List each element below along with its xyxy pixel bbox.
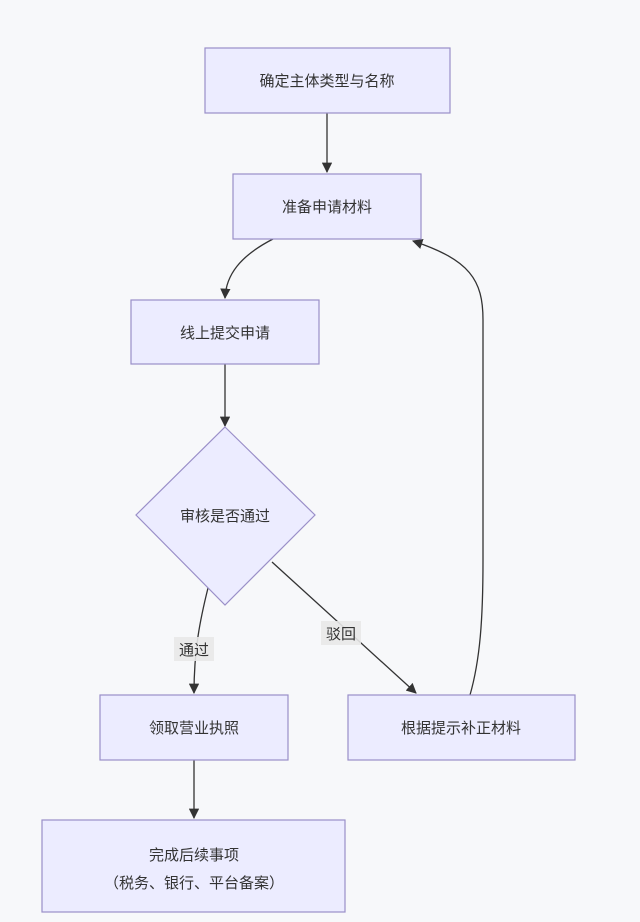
node-follow-up[interactable]: 完成后续事项 （税务、银行、平台备案） bbox=[41, 819, 346, 913]
node-follow-up-label-line2: （税务、银行、平台备案） bbox=[104, 874, 284, 892]
node-supplement-materials[interactable]: 根据提示补正材料 bbox=[347, 694, 576, 761]
node-submit-online[interactable]: 线上提交申请 bbox=[130, 299, 320, 365]
node-supplement-materials-label: 根据提示补正材料 bbox=[401, 719, 521, 737]
node-get-license[interactable]: 领取营业执照 bbox=[99, 694, 289, 761]
edge-label-reject: 驳回 bbox=[321, 621, 361, 645]
node-get-license-label: 领取营业执照 bbox=[149, 719, 239, 737]
edge-n4-n5 bbox=[188, 587, 209, 695]
node-review-decision-label: 审核是否通过 bbox=[180, 507, 270, 525]
edge-n6-n2 bbox=[412, 239, 484, 696]
node-prepare-materials[interactable]: 准备申请材料 bbox=[232, 173, 422, 240]
node-determine-entity-label: 确定主体类型与名称 bbox=[259, 72, 394, 90]
edge-n2-n3 bbox=[220, 238, 274, 300]
edge-label-pass-text: 通过 bbox=[179, 641, 209, 659]
edge-label-pass: 通过 bbox=[174, 637, 214, 661]
node-determine-entity[interactable]: 确定主体类型与名称 bbox=[204, 47, 451, 114]
edge-label-reject-text: 驳回 bbox=[326, 625, 356, 643]
node-review-decision[interactable]: 审核是否通过 bbox=[135, 426, 316, 606]
node-submit-online-label: 线上提交申请 bbox=[180, 324, 270, 342]
node-prepare-materials-label: 准备申请材料 bbox=[282, 198, 372, 216]
node-follow-up-label-line1: 完成后续事项 bbox=[149, 846, 239, 864]
